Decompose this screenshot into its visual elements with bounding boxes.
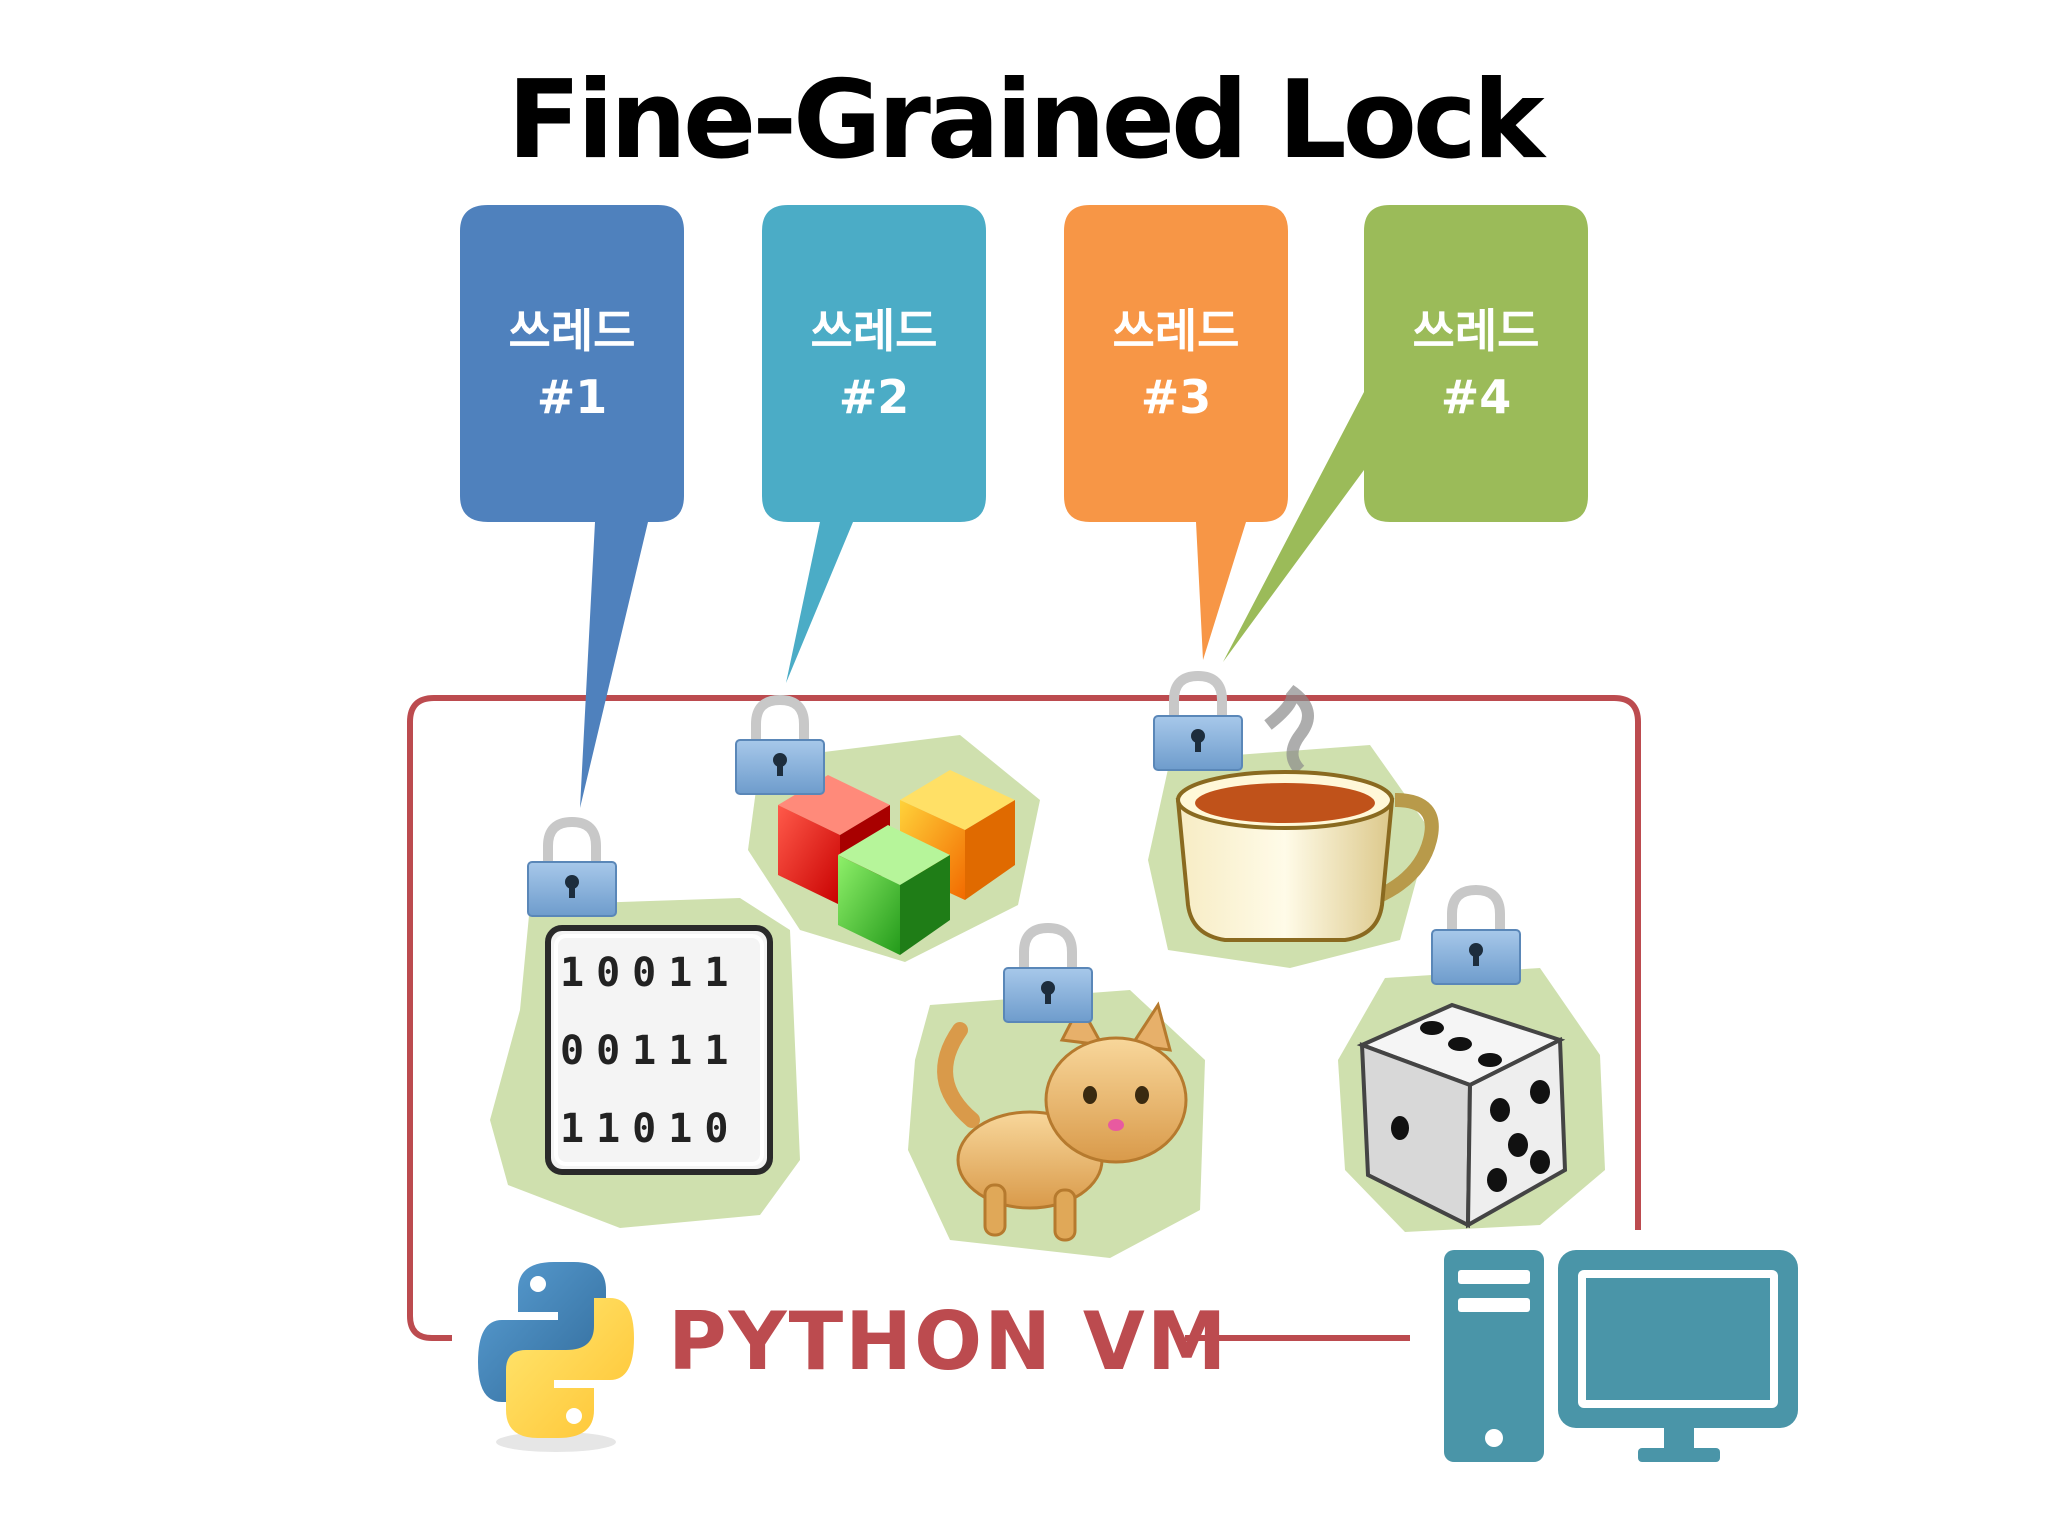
binary-row: 10011 bbox=[560, 950, 741, 996]
thread-number: #3 bbox=[1140, 370, 1212, 424]
thread-number: #2 bbox=[838, 370, 910, 424]
vm-border bbox=[407, 695, 1641, 1341]
cat-resource bbox=[908, 990, 1205, 1258]
dice-icon bbox=[1356, 1002, 1568, 1229]
diagram-title: Fine-Grained Lock bbox=[507, 58, 1544, 183]
binary-data-icon bbox=[545, 925, 773, 1175]
teacup-resource bbox=[1148, 685, 1439, 968]
python-vm-frame bbox=[407, 695, 1641, 1341]
python-logo-icon bbox=[478, 1262, 634, 1452]
cubes-icon bbox=[778, 770, 1015, 955]
thread-4-text: 쓰레드 #4 bbox=[1363, 298, 1589, 430]
thread-1-text: 쓰레드 #1 bbox=[459, 298, 685, 430]
lock-icon bbox=[527, 816, 617, 917]
thread-label: 쓰레드 bbox=[508, 304, 636, 358]
lock-icon bbox=[1431, 884, 1521, 985]
teacup-icon bbox=[1175, 685, 1439, 942]
thread-callout-1 bbox=[460, 205, 684, 808]
thread-bubble bbox=[460, 205, 684, 808]
binary-data-resource bbox=[490, 898, 800, 1228]
python-vm-label: PYTHON VM bbox=[668, 1295, 1229, 1388]
thread-2-text: 쓰레드 #2 bbox=[761, 298, 987, 430]
thread-number: #1 bbox=[536, 370, 608, 424]
lock-icon bbox=[1153, 670, 1243, 771]
thread-callout-3 bbox=[1064, 205, 1288, 660]
computer-icon bbox=[1444, 1250, 1798, 1462]
binary-row: 00111 bbox=[560, 1028, 741, 1074]
lock-icon bbox=[1003, 922, 1093, 1023]
thread-label: 쓰레드 bbox=[1112, 304, 1240, 358]
thread-bubble bbox=[762, 205, 986, 683]
lock-icon bbox=[735, 694, 825, 795]
dice-resource bbox=[1338, 968, 1605, 1232]
thread-bubble bbox=[1064, 205, 1288, 660]
binary-row: 11010 bbox=[560, 1106, 741, 1152]
thread-callout-2 bbox=[762, 205, 986, 683]
thread-label: 쓰레드 bbox=[810, 304, 938, 358]
thread-label: 쓰레드 bbox=[1412, 304, 1540, 358]
thread-bubble bbox=[1223, 205, 1588, 662]
cat-icon bbox=[937, 1001, 1188, 1242]
thread-callout-4 bbox=[1223, 205, 1588, 662]
thread-number: #4 bbox=[1440, 370, 1512, 424]
thread-3-text: 쓰레드 #3 bbox=[1063, 298, 1289, 430]
